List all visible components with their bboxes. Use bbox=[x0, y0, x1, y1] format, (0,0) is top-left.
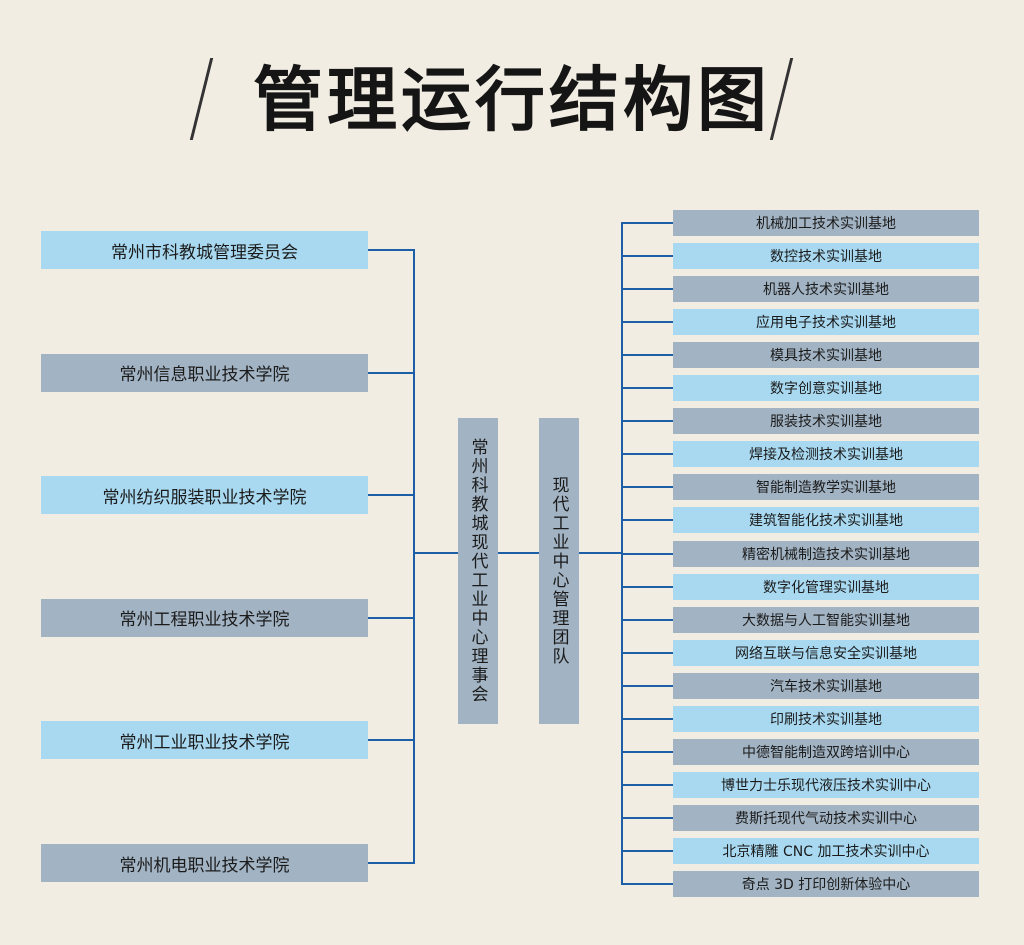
connector-line bbox=[621, 618, 673, 621]
connector-line bbox=[368, 494, 415, 497]
right-node: 中德智能制造双跨培训中心 bbox=[673, 738, 979, 765]
connector-line bbox=[413, 552, 458, 554]
connector-line bbox=[621, 750, 673, 753]
connector-line bbox=[621, 585, 673, 588]
right-node: 奇点 3D 打印创新体验中心 bbox=[673, 871, 979, 897]
right-node: 费斯托现代气动技术实训中心 bbox=[673, 804, 979, 831]
connector-line bbox=[368, 862, 415, 864]
connector-line bbox=[368, 249, 415, 251]
connector-line bbox=[621, 552, 673, 555]
connector-line bbox=[621, 816, 673, 819]
connector-line bbox=[621, 255, 673, 258]
connector-line bbox=[621, 717, 673, 720]
right-node: 数控技术实训基地 bbox=[673, 243, 979, 270]
right-node: 博世力士乐现代液压技术实训中心 bbox=[673, 771, 979, 798]
right-node: 机械加工技术实训基地 bbox=[673, 210, 979, 236]
right-node: 机器人技术实训基地 bbox=[673, 276, 979, 303]
connector-line bbox=[621, 453, 673, 456]
right-node: 精密机械制造技术实训基地 bbox=[673, 540, 979, 567]
center-team-node: 现代工业中心管理团队 bbox=[539, 418, 579, 724]
connector-line bbox=[621, 684, 673, 687]
connector-line bbox=[621, 420, 673, 423]
connector-line bbox=[368, 371, 415, 374]
connector-line bbox=[621, 849, 673, 852]
center-board-node: 常州科教城现代工业中心理事会 bbox=[458, 418, 498, 724]
right-node: 印刷技术实训基地 bbox=[673, 705, 979, 732]
right-node: 焊接及检测技术实训基地 bbox=[673, 441, 979, 468]
left-node: 常州市科教城管理委员会 bbox=[41, 231, 368, 269]
connector-line bbox=[621, 321, 673, 324]
left-node: 常州工程职业技术学院 bbox=[41, 598, 368, 637]
connector-line bbox=[368, 616, 415, 619]
connector-line bbox=[621, 354, 673, 357]
right-node: 智能制造教学实训基地 bbox=[673, 474, 979, 501]
left-node: 常州纺织服装职业技术学院 bbox=[41, 476, 368, 515]
connector-line bbox=[621, 486, 673, 489]
left-node: 常州机电职业技术学院 bbox=[41, 844, 368, 882]
right-node: 建筑智能化技术实训基地 bbox=[673, 507, 979, 534]
connector-line bbox=[413, 249, 415, 864]
right-node: 北京精雕 CNC 加工技术实训中心 bbox=[673, 837, 979, 864]
connector-line bbox=[621, 783, 673, 786]
connector-line bbox=[621, 222, 673, 224]
right-node: 数字化管理实训基地 bbox=[673, 573, 979, 600]
connector-line bbox=[621, 288, 673, 291]
connector-line bbox=[621, 387, 673, 390]
right-node: 模具技术实训基地 bbox=[673, 342, 979, 369]
page-title: 管理运行结构图 bbox=[253, 59, 771, 141]
right-node: 应用电子技术实训基地 bbox=[673, 309, 979, 336]
connector-line bbox=[368, 739, 415, 742]
right-node: 网络互联与信息安全实训基地 bbox=[673, 639, 979, 666]
right-node: 服装技术实训基地 bbox=[673, 408, 979, 435]
connector-line bbox=[621, 651, 673, 654]
connector-line bbox=[621, 519, 673, 522]
connector-line bbox=[498, 552, 539, 554]
connector-line bbox=[621, 883, 673, 885]
right-node: 大数据与人工智能实训基地 bbox=[673, 606, 979, 633]
connector-line bbox=[579, 552, 621, 554]
left-node: 常州信息职业技术学院 bbox=[41, 353, 368, 392]
center-board-label: 常州科教城现代工业中心理事会 bbox=[467, 438, 488, 704]
right-node: 汽车技术实训基地 bbox=[673, 672, 979, 699]
center-team-label: 现代工业中心管理团队 bbox=[548, 476, 569, 666]
right-node: 数字创意实训基地 bbox=[673, 375, 979, 402]
left-node: 常州工业职业技术学院 bbox=[41, 721, 368, 760]
